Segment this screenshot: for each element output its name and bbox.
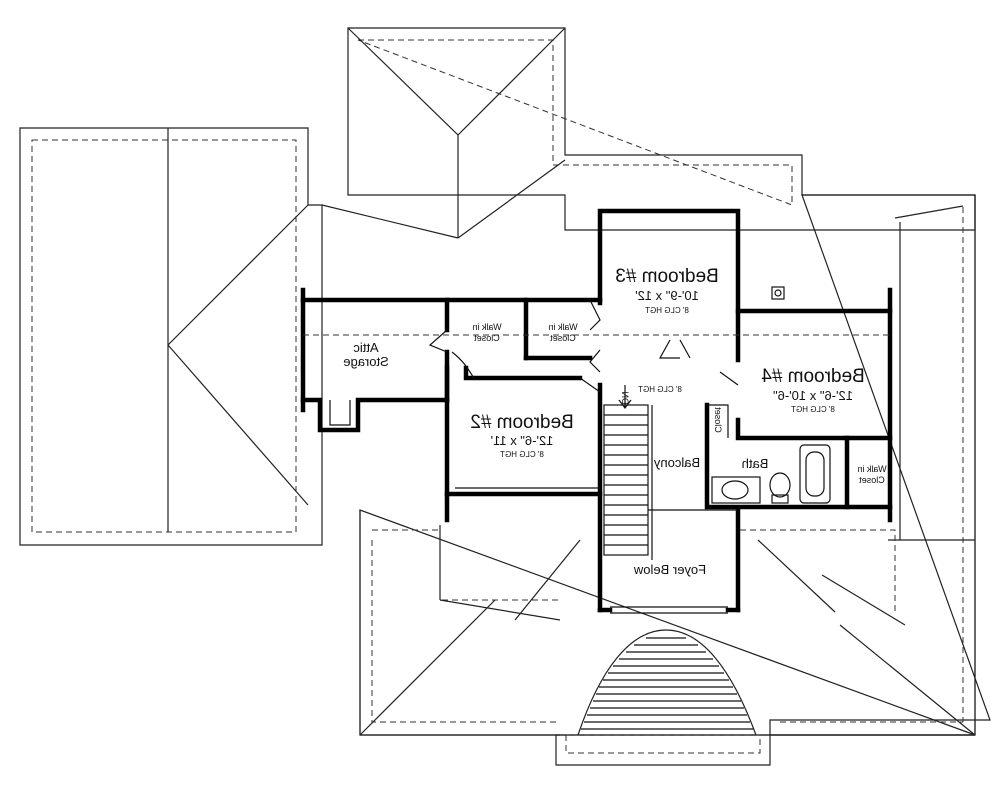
foyer-label: Foyer Below	[633, 562, 706, 577]
walk-in-closet-a-line1: Walk in	[472, 322, 501, 332]
smoke-detector-icon	[771, 286, 785, 300]
walk-in-closet-b-line2: Closet	[550, 333, 576, 343]
stair-arrow-icon	[618, 385, 632, 409]
attic-label-line1: Attic	[353, 340, 379, 355]
bedroom4-ceiling: 8' CLG HGT	[791, 405, 835, 414]
walk-in-closet-c-line2: Closet	[859, 475, 885, 485]
hall-ceiling: 8' CLG HGT	[638, 385, 682, 394]
bedroom4-title: Bedroom #4	[761, 366, 865, 387]
wall-details	[303, 299, 890, 614]
top-gable	[321, 27, 976, 239]
bedroom2-title: Bedroom #2	[470, 412, 574, 433]
bedroom3-title: Bedroom #3	[615, 266, 719, 287]
walk-in-closet-c-line1: Walk in	[857, 464, 886, 474]
bedroom3-dims: 10'-9" x 12'	[635, 288, 699, 303]
bottom-roof	[359, 509, 976, 766]
bedroom2-dims: 12'-6" x 11'	[491, 433, 554, 448]
walk-in-closet-a-line2: Closet	[474, 333, 500, 343]
bath-label: Bath	[742, 456, 769, 471]
right-roof	[740, 194, 991, 736]
bedroom2-ceiling: 8' CLG HGT	[500, 450, 544, 459]
attic-label-line2: Storage	[343, 354, 389, 369]
bedroom4-dims: 12'-6" x 10'-6"	[773, 388, 853, 403]
stair-down-label: DN	[620, 392, 630, 405]
interior-walls	[300, 208, 893, 613]
walk-in-closet-b-line1: Walk in	[548, 322, 577, 332]
porch-roof-hatching	[581, 637, 753, 730]
bedroom3-ceiling: 8' CLG HGT	[645, 306, 689, 315]
left-roof	[19, 127, 323, 546]
balcony-label: Balcony	[653, 455, 700, 470]
closet-label: Closet	[713, 407, 723, 433]
stair-treads	[604, 414, 648, 546]
